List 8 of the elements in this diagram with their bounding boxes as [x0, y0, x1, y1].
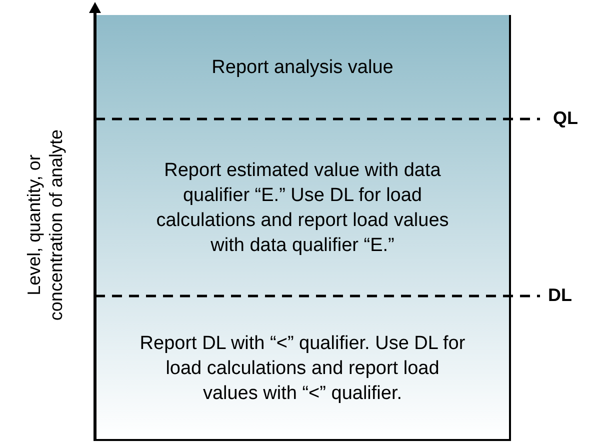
band-text: Report analysis value — [212, 56, 394, 80]
band-text: Report estimated value with data qualifier “E.” Use DL for load calculations and report load values with data qualifier “E.” — [155, 158, 450, 258]
region-band — [95, 15, 510, 119]
axis-label: Level, quantity, or concentration of analyte — [23, 128, 67, 323]
region-band — [95, 119, 510, 296]
threshold-label: DL — [548, 285, 572, 306]
threshold-label: QL — [553, 108, 578, 129]
band-text: Report DL with “<” qualifier. Use DL for load calculations and report load values with “<” qualifier. — [138, 332, 466, 406]
